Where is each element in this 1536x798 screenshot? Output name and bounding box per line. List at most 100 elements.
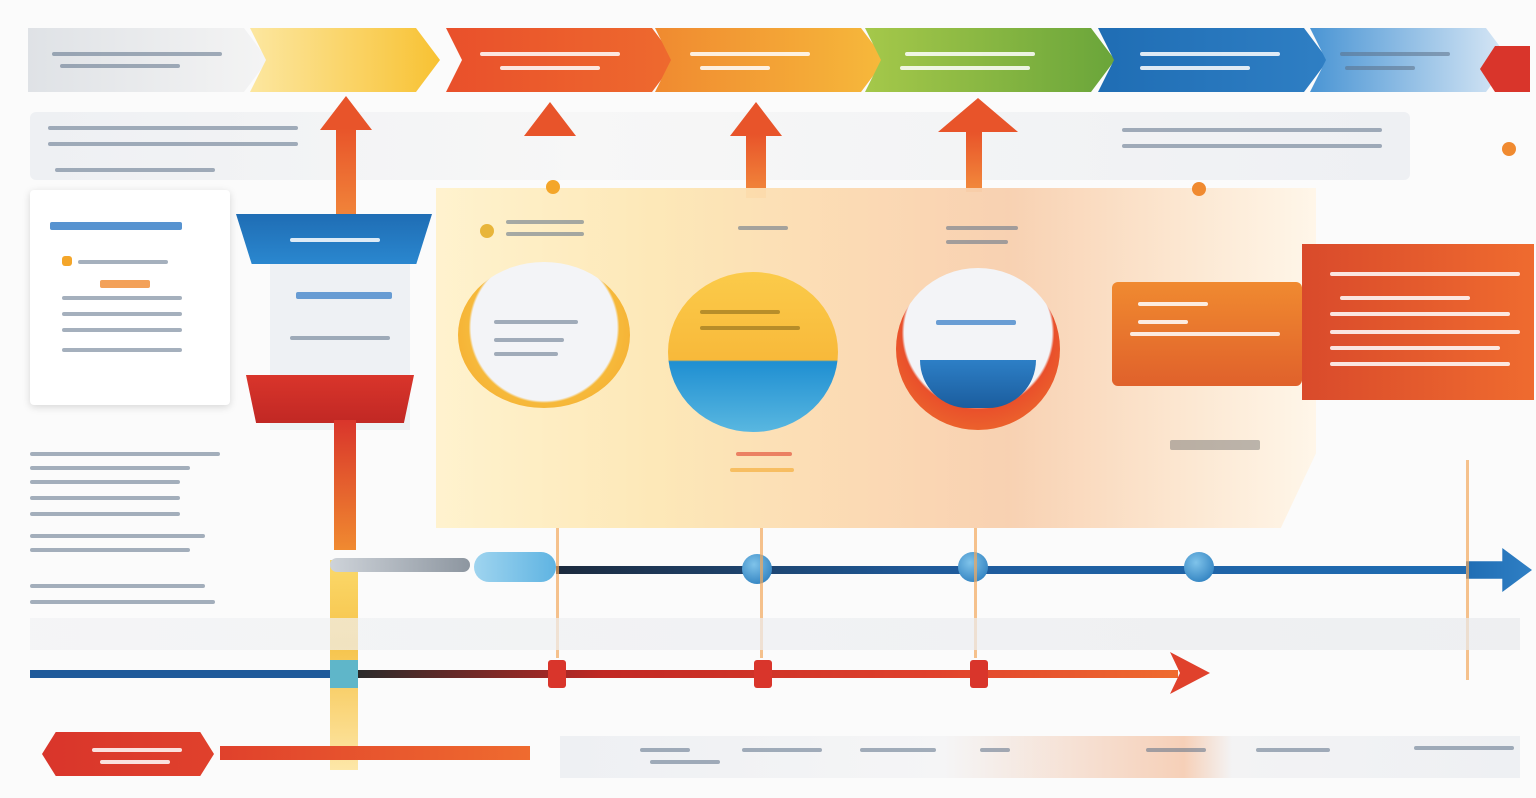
right-arrow-icon (1466, 548, 1532, 592)
arrow-up-icon (320, 96, 372, 130)
chevron-text-line (1340, 52, 1450, 56)
panel-text-line (946, 240, 1008, 244)
side-text-line (30, 512, 180, 516)
circle-text-line (494, 352, 558, 356)
side-text-line (30, 496, 180, 500)
panel-text-line (1170, 440, 1260, 450)
circle-text-line (494, 338, 564, 342)
summary-text-line (1340, 296, 1470, 300)
chevron-text-line (900, 66, 1030, 70)
note-text-line (1122, 128, 1382, 132)
stage-chevron-7 (1310, 28, 1510, 92)
tab-text-line (742, 748, 822, 752)
tab-text-line (650, 760, 720, 764)
tab-text-line (1146, 748, 1206, 752)
circle-text-line (936, 320, 1016, 325)
pin-icon (62, 256, 72, 266)
chevron-text-line (60, 64, 180, 68)
timeline-marker (754, 660, 772, 688)
info-card-text-line (78, 260, 168, 264)
note-text-line (1122, 144, 1382, 148)
arrow-shaft (336, 128, 356, 228)
info-card-highlight (100, 280, 150, 288)
arrow-shaft (966, 132, 982, 192)
chevron-text-line (500, 66, 600, 70)
timeline-marker (970, 660, 988, 688)
timeline-node-icon (958, 552, 988, 582)
chevron-text-line (700, 66, 770, 70)
lower-track-blue (30, 670, 330, 678)
summary-text-line (1330, 312, 1510, 316)
info-card-text-line (62, 296, 182, 300)
stage-chevron-3 (446, 28, 676, 92)
circle-text-line (700, 326, 800, 330)
connector-line (556, 528, 559, 658)
tab-text-line (980, 748, 1010, 752)
side-text-line (30, 480, 180, 484)
chevron-text-line (1345, 66, 1415, 70)
lower-gray-band (30, 618, 1520, 650)
summary-text-line (1330, 346, 1500, 350)
panel-text-line (946, 226, 1018, 230)
tab-text-line (92, 748, 182, 752)
tab-text-line (1256, 748, 1330, 752)
side-text-line (30, 584, 205, 588)
info-card-text-line (62, 328, 182, 332)
summary-text-line (1330, 272, 1520, 276)
connector-line (1466, 460, 1469, 680)
timeline-marker (548, 660, 566, 688)
arrow-up-icon (524, 102, 576, 136)
tab-text-line (640, 748, 690, 752)
panel-text-line (506, 232, 584, 236)
side-text-line (30, 600, 215, 604)
timeline-track-left (330, 558, 470, 572)
info-card-heading (50, 222, 182, 230)
arrow-up-icon (938, 98, 1018, 132)
chevron-text-line (1140, 52, 1280, 56)
summary-text-line (1330, 330, 1520, 334)
panel-text-line (506, 220, 584, 224)
column-text-line (290, 336, 390, 340)
red-vertical-bar (334, 420, 356, 550)
pin-icon (1502, 142, 1516, 156)
side-text-line (30, 548, 190, 552)
note-box-text-line (1138, 320, 1188, 324)
chevron-text-line (52, 52, 222, 56)
tab-text-line (860, 748, 936, 752)
tab-text-line (1414, 746, 1514, 750)
panel-text-line (738, 226, 788, 230)
stage-circle-2 (668, 272, 838, 432)
note-box-text-line (1130, 332, 1280, 336)
banner-text-line (290, 238, 380, 242)
note-text-line (48, 126, 298, 130)
chevron-text-line (905, 52, 1035, 56)
lower-track-teal (330, 660, 358, 688)
bottom-bar-orange (220, 746, 530, 760)
bottom-tabs (560, 736, 1520, 778)
chevron-text-line (480, 52, 620, 56)
circle-text-line (494, 320, 578, 324)
summary-panel (1302, 244, 1534, 400)
panel-text-line (730, 468, 794, 472)
stage-circle-1 (458, 262, 630, 408)
chevron-text-line (1140, 66, 1250, 70)
tab-text-line (100, 760, 170, 764)
connector-line (974, 528, 977, 658)
stage-chevron-1 (28, 28, 268, 92)
stage-chevron-2 (250, 28, 440, 92)
side-text-line (30, 466, 190, 470)
panel-text-line (736, 452, 792, 456)
timeline-node-icon (742, 554, 772, 584)
red-banner (246, 375, 414, 423)
info-card-text-line (62, 312, 182, 316)
pin-icon (1192, 182, 1206, 196)
stage-chevron-6 (1098, 28, 1328, 92)
note-text-line (48, 142, 298, 146)
arrow-up-icon (730, 102, 782, 136)
arrow-shaft (746, 134, 766, 198)
timeline-pill (474, 552, 556, 582)
stage-chevron-4 (655, 28, 885, 92)
summary-text-line (1330, 362, 1510, 366)
note-text-line (55, 168, 215, 172)
stage-chevron-5 (865, 28, 1115, 92)
